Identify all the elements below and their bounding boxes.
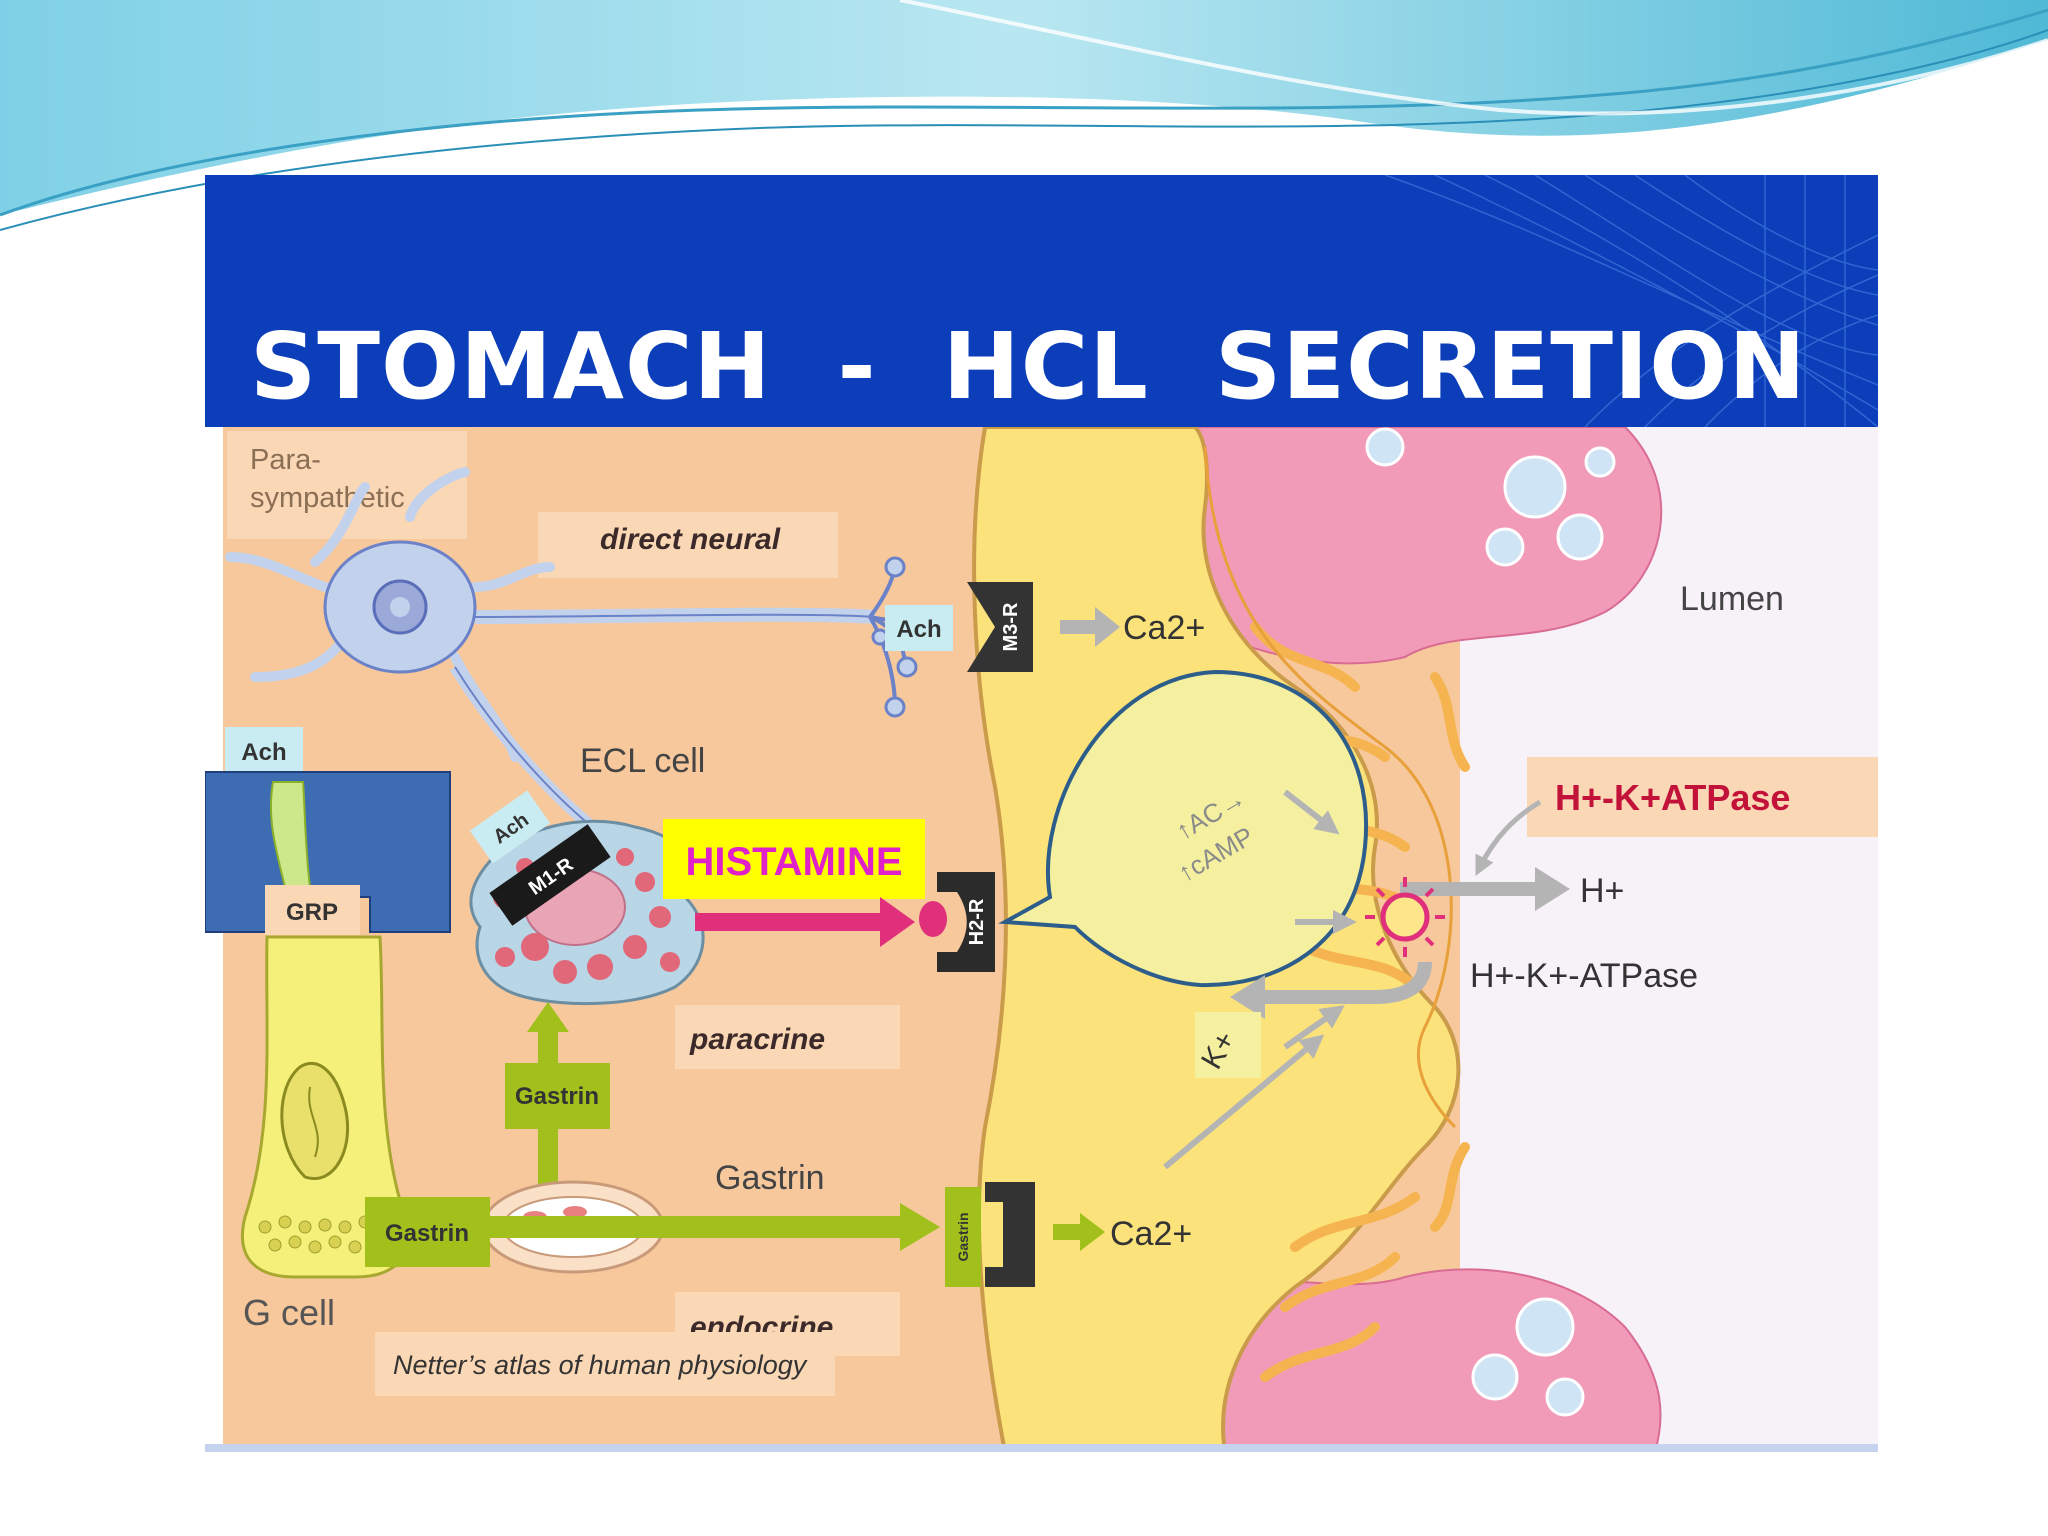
h2-receptor-label: H2-R (966, 898, 988, 945)
gastrin-cell-label: Gastrin (385, 1220, 469, 1247)
gastrin-up-box (505, 1063, 610, 1129)
ca-bottom-label: Ca2+ (1110, 1215, 1192, 1253)
grp-label: GRP (286, 899, 338, 926)
histamine-box (663, 819, 925, 899)
parasympathetic-label-line2: sympathetic (250, 482, 405, 514)
ca-top-arrowhead (1095, 607, 1120, 647)
ca-top-label: Ca2+ (1123, 609, 1205, 647)
h2-receptor: H2-R (937, 872, 995, 972)
title-band-decoration (1384, 175, 1878, 427)
g-cell-label: G cell (243, 1292, 335, 1333)
gastrin-up-label: Gastrin (515, 1083, 599, 1110)
proton-pump-icon (1365, 877, 1445, 957)
atpase-box-label: H+-K+ATPase (1555, 777, 1790, 818)
ca-bottom-arrowhead (1080, 1213, 1105, 1251)
k-plus-arrowhead (1230, 975, 1265, 1019)
gastrin-receptor (985, 1182, 1035, 1287)
hcl-secretion-diagram: Para- sympathetic direct neural Ach M3-R… (205, 427, 1878, 1452)
direct-neural-label: direct neural (600, 523, 781, 556)
h-plus-label: H+ (1580, 872, 1624, 910)
signal-arrows (1163, 789, 1357, 1170)
source-box (375, 1332, 835, 1396)
ach-left-label: Ach (241, 739, 286, 766)
m3-receptor-label: M3-R (1000, 602, 1022, 651)
atpase-pointer-arrow (1475, 799, 1542, 876)
header-wave-decoration (0, 0, 2048, 231)
h-plus-arrowhead (1535, 867, 1570, 911)
gastrin-receptor-ligand (945, 1187, 981, 1287)
left-margin-strip (205, 427, 223, 1452)
source-label: Netter’s atlas of human physiology (393, 1350, 808, 1380)
gastrin-receptor-label: Gastrin (955, 1212, 971, 1261)
parasympathetic-neuron (225, 467, 936, 842)
g-cell (240, 935, 410, 1279)
k-plus-arrow (1260, 961, 1432, 1004)
k-plus-box (1195, 1012, 1261, 1078)
histamine-molecule (919, 901, 947, 937)
atpase-box (1527, 757, 1878, 837)
lumen-label: Lumen (1680, 580, 1784, 618)
canalicular-membrane (1203, 446, 1457, 1129)
histamine-label: HISTAMINE (685, 840, 902, 884)
grp-box (265, 885, 360, 935)
gastrin-text-label: Gastrin (715, 1159, 825, 1197)
m3-receptor: M3-R (967, 582, 1033, 672)
ach-left-box (225, 727, 303, 775)
histamine-arrowhead (880, 897, 915, 947)
title-band: STOMACH - HCL SECRETION (205, 175, 1878, 427)
slide-bottom-border (205, 1444, 1878, 1452)
ecl-cell-label: ECL cell (580, 742, 705, 780)
gastrin-cell-box (365, 1197, 490, 1267)
parasympathetic-label-line1: Para- (250, 444, 321, 476)
direct-neural-box (538, 512, 838, 578)
slide-title: STOMACH - HCL SECRETION (250, 313, 1807, 420)
atpase-label: H+-K+-ATPase (1470, 957, 1698, 995)
gastrin-endocrine-arrowhead (900, 1203, 940, 1251)
paracrine-label: paracrine (689, 1023, 825, 1056)
ach-terminal-label: Ach (896, 616, 941, 643)
camp-bubble (998, 669, 1369, 988)
ach-terminal-box (885, 605, 953, 651)
paracrine-box (675, 1005, 900, 1069)
